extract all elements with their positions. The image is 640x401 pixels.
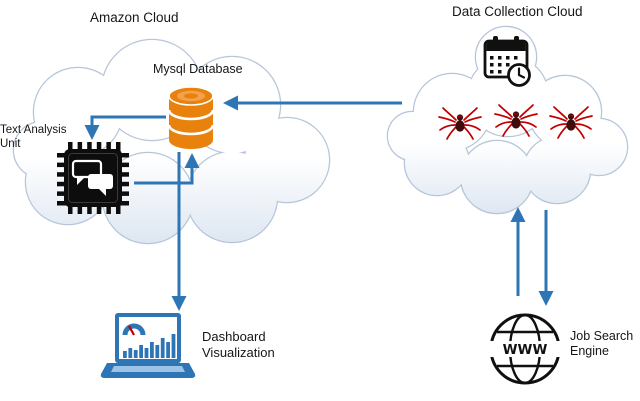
text-analysis-unit-label: Text Analysis Unit: [0, 124, 67, 151]
amazon-cloud-shape: [12, 38, 331, 245]
arrow-text-analysis-to-database: [134, 153, 200, 185]
data-collection-cloud-label: Data Collection Cloud: [452, 4, 583, 19]
bar-chart-icon: [123, 334, 176, 358]
dashboard-visualization-label: Dashboard Visualization: [202, 329, 275, 360]
gauge-icon: [122, 323, 146, 336]
www-text: WWW: [503, 342, 548, 358]
arrow-database-to-text-analysis: [84, 115, 166, 140]
chat-bubbles-icon: [71, 159, 113, 196]
text-analysis-chip-icon: [57, 142, 129, 214]
dashboard-laptop-icon: [100, 313, 196, 378]
chip-pins: [57, 142, 129, 214]
job-search-engine-label: Job Search Engine: [570, 329, 634, 359]
amazon-cloud-label: Amazon Cloud: [90, 10, 179, 25]
mysql-database-icon: [167, 86, 215, 149]
calendar-clock-icon: [483, 36, 531, 87]
job-search-globe-icon: WWW: [487, 313, 563, 385]
calendar-dots: [490, 56, 518, 74]
mysql-database-label: Mysql Database: [153, 62, 243, 76]
gauge-needle: [128, 325, 135, 336]
